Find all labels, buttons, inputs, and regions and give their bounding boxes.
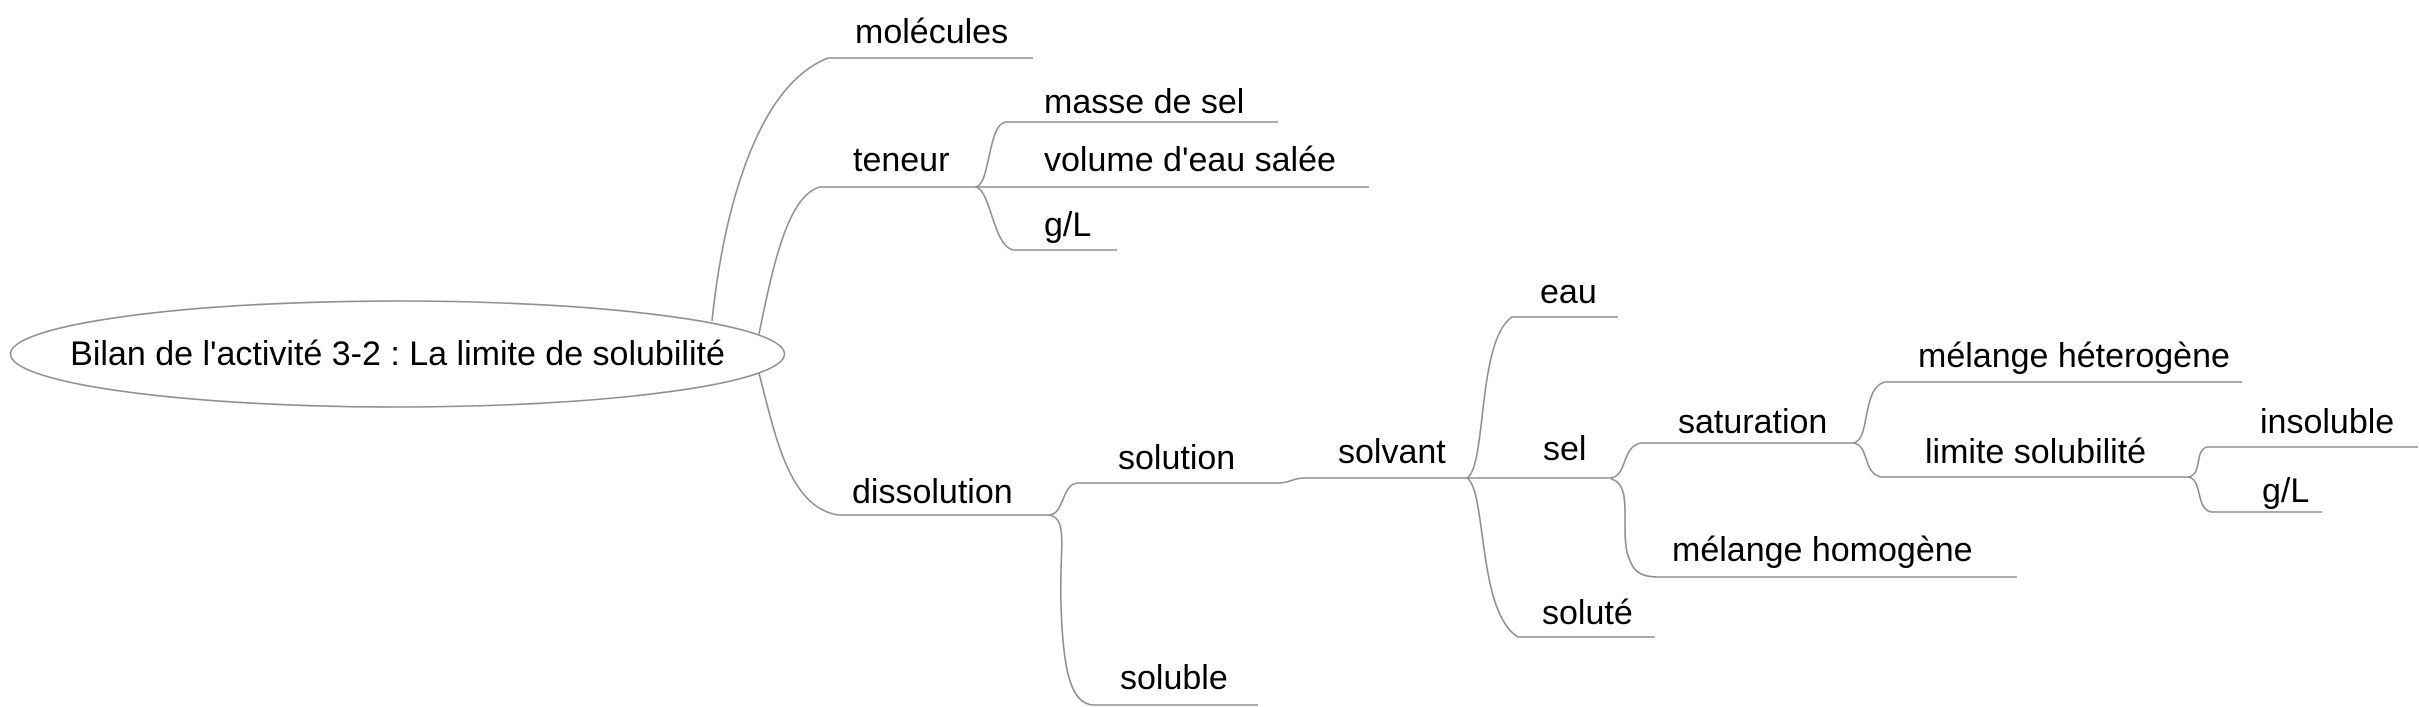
node-insoluble[interactable]: insoluble [2260,403,2395,441]
node-solute[interactable]: soluté [1542,594,1633,632]
edge-saturation-limite-solubilite [1852,442,2188,478]
node-root[interactable]: Bilan de l'activité 3-2 : La limite de s… [70,334,725,373]
node-teneur[interactable]: teneur [853,141,950,179]
node-soluble[interactable]: soluble [1120,659,1228,697]
node-g-l-teneur[interactable]: g/L [1044,206,1092,244]
node-volume-eau-salee[interactable]: volume d'eau salée [1044,141,1336,179]
edge-sel-melange-homogene [1610,478,2017,578]
node-g-l-limite[interactable]: g/L [2262,472,2310,510]
edge-root-molecules [711,57,1033,322]
edge-limite-insoluble [2187,446,2418,478]
edge-solvant-eau [1466,316,1618,479]
edge-saturation-melange-heterogene [1852,381,2242,444]
node-solvant[interactable]: solvant [1338,433,1446,471]
node-saturation[interactable]: saturation [1678,403,1828,441]
root-node-ellipse[interactable] [9,300,786,408]
node-limite-solubilite[interactable]: limite solubilité [1925,433,2147,471]
node-melange-heterogene[interactable]: mélange héterogène [1918,337,2230,375]
edge-limite-g-l [2187,476,2322,513]
node-eau[interactable]: eau [1540,273,1597,311]
edge-teneur-masse-de-sel [974,121,1278,188]
node-solution[interactable]: solution [1118,439,1236,477]
edge-dissolution-solution [1048,477,1611,516]
node-melange-homogene[interactable]: mélange homogène [1672,531,1973,569]
edge-root-teneur [758,186,1369,335]
node-dissolution[interactable]: dissolution [852,473,1013,511]
edge-dissolution-soluble [1048,514,1258,706]
edge-root-dissolution [758,372,1049,516]
node-sel[interactable]: sel [1543,430,1587,468]
node-molecules[interactable]: molécules [855,13,1009,51]
edge-solvant-solute [1466,477,1655,638]
edge-sel-saturation [1610,442,1853,479]
node-masse-de-sel[interactable]: masse de sel [1044,83,1245,121]
edge-teneur-g-l [974,186,1117,251]
